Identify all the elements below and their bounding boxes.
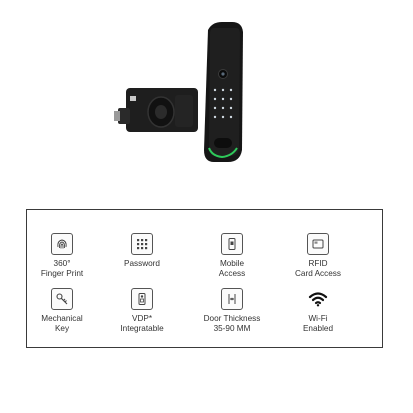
keypad-icon [131,233,153,255]
feature-label-line2: Access [218,269,246,278]
feature-label-line1: 360° [53,259,71,268]
feature-label-line2: 35-90 MM [213,324,251,333]
feature-label-line1: RFID [308,259,328,268]
key-icon [51,288,73,310]
product-image [0,0,413,200]
feature-password: Password [99,233,185,269]
wifi-icon [307,288,329,310]
feature-label-line2: Enabled [302,324,334,333]
feature-label-line2: Finger Print [40,269,84,278]
feature-label-line1: Door Thickness [203,314,261,323]
feature-label-line2: Integratable [120,324,164,333]
feature-label-line1: Password [124,259,160,268]
feature-label-line1: Wi-Fi [308,314,328,323]
feature-label-line1: Mechanical [41,314,83,323]
door-thickness-icon [221,288,243,310]
smart-lock-illustration [114,22,243,162]
feature-fingerprint: 360°Finger Print [19,233,105,279]
mobile-phone-icon [221,233,243,255]
keypad-panel [204,22,243,162]
vdp-intercom-icon [131,288,153,310]
fingerprint-icon [51,233,73,255]
rfid-card-icon [307,233,329,255]
feature-label-line2: Key [54,324,70,333]
feature-vdp: VDP*Integratable [99,288,185,334]
feature-label-line2: Card Access [295,269,341,278]
feature-label-line1: Mobile [219,259,245,268]
feature-label-line1: VDP* [131,314,153,323]
